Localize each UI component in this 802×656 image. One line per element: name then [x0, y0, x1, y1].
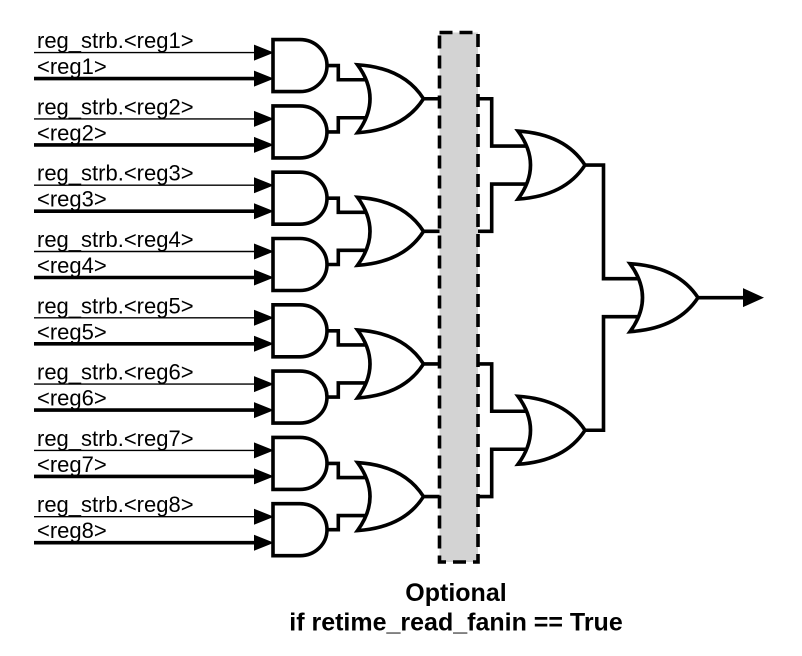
and-gate-reg4	[271, 236, 329, 293]
wire-and8-to-or4	[326, 513, 375, 532]
wire-optional-region-to-stage3-or2	[476, 447, 537, 499]
wire-and1-to-or1	[326, 63, 375, 82]
wire-and3-to-or2	[326, 196, 375, 215]
and-gate-reg2	[271, 104, 329, 160]
value-arrowhead-icon-reg3	[254, 203, 274, 220]
wire-and5-to-or3	[326, 329, 375, 347]
input-label-strobe-reg5: reg_strb.<reg5>	[37, 293, 194, 318]
input-label-value-reg4: <reg4>	[37, 253, 107, 278]
or-gate-stage2-3	[353, 327, 426, 400]
optional-retime-region	[437, 30, 480, 564]
and-gate-reg7	[271, 435, 329, 492]
and-gate-reg6	[271, 369, 329, 425]
strobe-arrowhead-icon-reg7	[254, 442, 274, 459]
and-gate-reg1	[271, 37, 329, 94]
input-label-value-reg6: <reg6>	[37, 386, 107, 411]
input-label-value-reg8: <reg8>	[37, 518, 107, 543]
input-label-value-reg1: <reg1>	[37, 54, 107, 79]
input-label-strobe-reg2: reg_strb.<reg2>	[37, 94, 194, 119]
wire-and2-to-or1	[326, 115, 375, 134]
wire-stage3-or2-to-final-or	[585, 314, 650, 433]
input-label-strobe-reg1: reg_strb.<reg1>	[37, 28, 194, 53]
input-label-strobe-reg7: reg_strb.<reg7>	[37, 426, 194, 451]
strobe-arrowhead-icon-reg3	[254, 177, 274, 194]
or-gate-stage2-1	[353, 62, 426, 135]
wire-stage3-or1-to-final-or	[585, 163, 650, 281]
strobe-arrowhead-icon-reg4	[254, 243, 274, 260]
strobe-arrowhead-icon-reg8	[254, 508, 274, 525]
input-label-value-reg3: <reg3>	[37, 187, 107, 212]
value-arrowhead-icon-reg4	[254, 269, 274, 286]
wire-and6-to-or3	[326, 381, 375, 399]
caption-condition: if retime_read_fanin == True	[289, 609, 623, 637]
or-gate-stage2-4	[353, 460, 426, 533]
wire-optional-region-to-stage3-or2	[476, 362, 537, 414]
and-gate-reg3	[271, 170, 329, 226]
strobe-arrowhead-icon-reg2	[254, 110, 274, 127]
input-label-strobe-reg6: reg_strb.<reg6>	[37, 360, 194, 385]
or-gate-stage3-1	[514, 129, 588, 202]
and-gate-reg5	[271, 303, 329, 359]
input-label-strobe-reg4: reg_strb.<reg4>	[37, 227, 194, 252]
input-label-value-reg2: <reg2>	[37, 120, 107, 145]
value-arrowhead-icon-reg8	[254, 534, 274, 551]
and-gate-reg8	[271, 501, 329, 558]
input-label-strobe-reg3: reg_strb.<reg3>	[37, 161, 194, 186]
or-gate-stage3-2	[514, 394, 588, 467]
value-arrowhead-icon-reg5	[254, 335, 274, 352]
strobe-arrowhead-icon-reg1	[254, 44, 274, 61]
strobe-arrowhead-icon-reg5	[254, 309, 274, 326]
value-arrowhead-icon-reg6	[254, 402, 274, 419]
input-label-value-reg5: <reg5>	[37, 319, 107, 344]
wire-and7-to-or4	[326, 461, 375, 480]
or-gate-stage2-2	[353, 195, 426, 268]
strobe-arrowhead-icon-reg6	[254, 376, 274, 393]
value-arrowhead-icon-reg1	[254, 70, 274, 87]
output-arrowhead-icon	[743, 288, 764, 308]
input-label-value-reg7: <reg7>	[37, 452, 107, 477]
caption-optional: Optional	[405, 579, 506, 607]
wire-optional-region-to-stage3-or1	[476, 96, 537, 148]
wire-optional-region-to-stage3-or1	[476, 182, 537, 234]
or-gate-final	[626, 261, 701, 334]
value-arrowhead-icon-reg2	[254, 136, 274, 153]
wire-and4-to-or2	[326, 248, 375, 267]
input-label-strobe-reg8: reg_strb.<reg8>	[37, 492, 194, 517]
value-arrowhead-icon-reg7	[254, 468, 274, 485]
